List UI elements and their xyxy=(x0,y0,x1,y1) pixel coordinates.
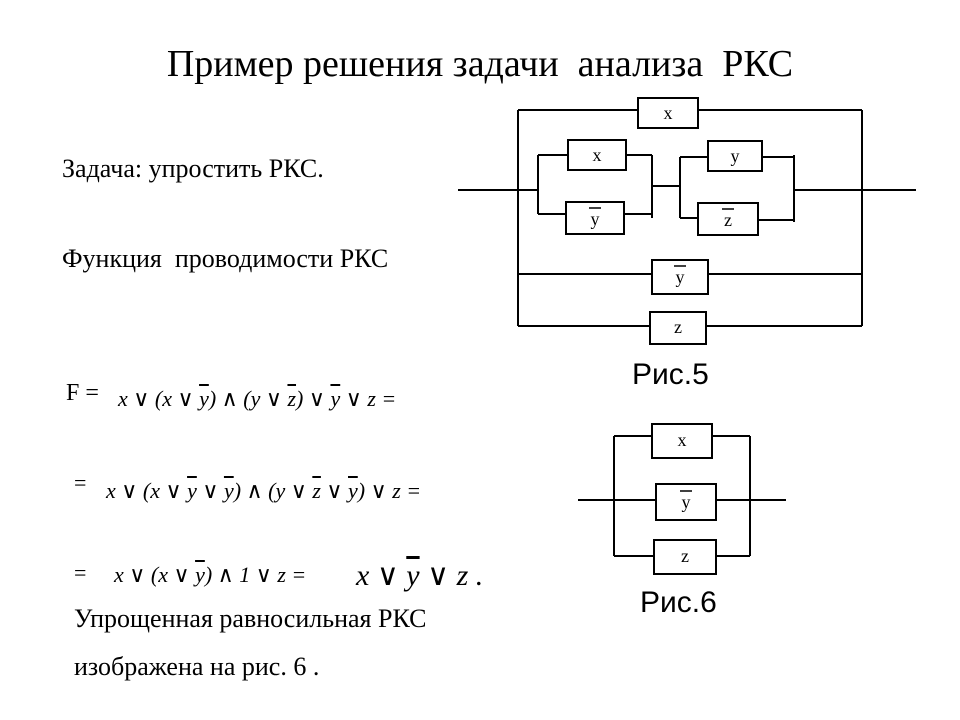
formula-result: x ∨ y ∨ z . xyxy=(356,559,484,592)
fig5-box-top xyxy=(637,97,699,129)
formula-f-label: F = xyxy=(66,380,99,406)
fig6-box-middle xyxy=(655,483,717,521)
fig6-box-top xyxy=(651,423,713,459)
formula-line-3: x ∨ (x ∨ y) ∧ 1 ∨ z = xyxy=(114,562,307,587)
fig6-box-bottom xyxy=(653,539,717,575)
conclusion-line-2: изображена на рис. 6 . xyxy=(74,652,320,681)
fig5-box-branch3 xyxy=(651,259,709,295)
fig5-label-branch4: z xyxy=(674,317,682,337)
fig5-caption: Рис.5 xyxy=(632,358,709,391)
function-text: Функция проводимости РКС xyxy=(62,244,389,273)
formula-eq-sign-3: = xyxy=(74,560,87,585)
fig5-label-right-lower: z xyxy=(724,210,732,230)
fig5-label-top: x xyxy=(664,103,673,123)
formula-eq-sign-2: = xyxy=(74,470,87,495)
fig5-box-left-upper xyxy=(567,139,627,171)
fig5-label-left-upper: x xyxy=(593,145,602,165)
formula-line-2: x ∨ (x ∨ y ∨ y) ∧ (y ∨ z ∨ y) ∨ z = xyxy=(106,478,422,503)
fig5-box-left-lower xyxy=(565,201,625,235)
fig5-label-right-upper: y xyxy=(731,146,740,166)
formula-line-1: x ∨ (x ∨ y) ∧ (y ∨ z) ∨ y ∨ z = xyxy=(118,386,397,411)
fig6-label-top: x xyxy=(678,430,687,450)
fig5-label-branch3: y xyxy=(676,267,685,287)
conclusion-line-1: Упрощенная равносильная РКС xyxy=(74,604,427,633)
fig6-caption: Рис.6 xyxy=(640,586,717,619)
task-text: Задача: упростить РКС. xyxy=(62,154,324,183)
fig6-label-middle: y xyxy=(682,492,691,512)
fig5-box-right-upper xyxy=(707,140,763,172)
fig5-box-branch4 xyxy=(649,311,707,345)
slide-title: Пример решения задачи анализа РКС xyxy=(166,43,794,85)
fig5-label-left-lower: y xyxy=(591,209,600,229)
fig6-label-bottom: z xyxy=(681,546,689,566)
fig5-box-right-lower xyxy=(697,202,759,236)
